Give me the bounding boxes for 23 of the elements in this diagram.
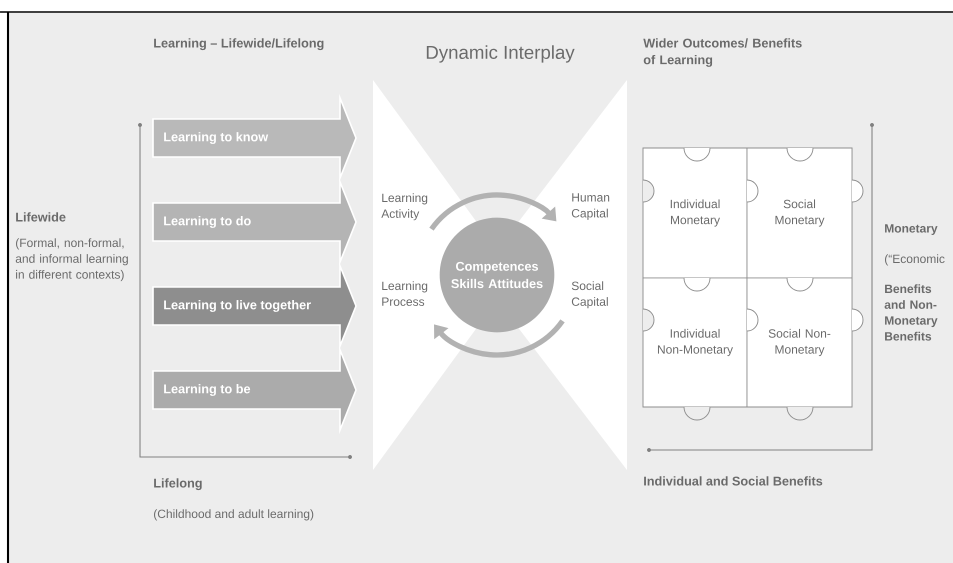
text-label: Learning Activity: [381, 193, 428, 220]
arrow-box: Learning to live together: [152, 262, 357, 350]
puzzle-piece: Social Non-Monetary: [746, 278, 852, 408]
text-label: Human Capital: [572, 193, 610, 220]
puzzle-piece: Social Monetary: [746, 148, 852, 278]
text-label: Learning – Lifewide/Lifelong: [154, 38, 324, 50]
text-label: (“Economic: [885, 254, 945, 266]
arrow-box: Learning to know: [152, 94, 357, 182]
text-label: Monetary: [885, 224, 938, 235]
text-label: Learning Process: [382, 281, 428, 306]
text-label: Lifewide: [16, 212, 66, 222]
text-label: Dynamic Interplay: [426, 45, 575, 63]
text-label: Wider Outcomes/ Benefits of Learning: [643, 38, 802, 67]
text-label: (Formal, non-formal, and informal learning in different contexts): [16, 238, 128, 282]
text-label: Lifelong: [154, 478, 202, 490]
text-label: Benefits and Non-Monetary Benefits: [884, 284, 938, 341]
arrow-box: Learning to do: [152, 178, 357, 266]
text-label: Social Capital: [572, 281, 608, 308]
text-label: Individual and Social Benefits: [644, 476, 822, 486]
text-label: (Childhood and adult learning): [154, 509, 314, 520]
arrow-box: Learning to be: [152, 346, 357, 434]
puzzle-piece: Individual Monetary: [642, 148, 748, 278]
puzzle-piece: Individual Non-Monetary: [642, 278, 748, 408]
